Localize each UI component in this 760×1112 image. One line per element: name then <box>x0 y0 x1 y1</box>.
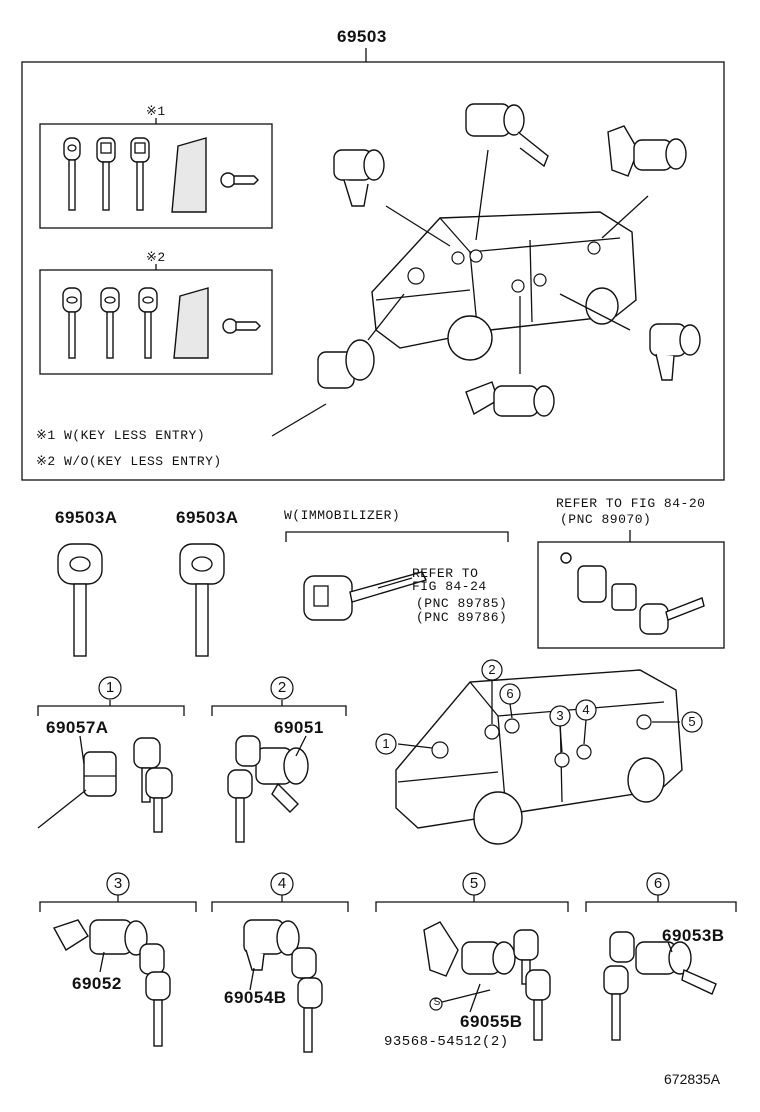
immobilizer-pnc2: (PNC 89786) <box>416 610 508 625</box>
lock5-part-number: 69055B <box>460 1012 523 1031</box>
lock1-bracket <box>37 705 185 716</box>
remote-box <box>537 541 725 649</box>
van-callout-2: 2 <box>488 662 496 677</box>
screw-marker <box>429 997 443 1011</box>
lock2-drawing <box>227 735 309 843</box>
lock-cylinders-top <box>317 103 701 417</box>
van-illustration-top <box>371 211 637 361</box>
lock-cylinder-icon <box>649 323 701 381</box>
van-callout-1: 1 <box>382 736 390 751</box>
lock3-drawing <box>52 919 171 1047</box>
lock6-part-number: 69053B <box>662 926 725 945</box>
lock3-index: 3 <box>113 875 123 892</box>
keyset2-keys <box>62 287 261 359</box>
key-part-number-right: 69503A <box>176 508 239 527</box>
note-keyless-entry: ※1 W(KEY LESS ENTRY) <box>36 428 206 443</box>
lock3-bracket <box>39 901 197 912</box>
lock3-part-number: 69052 <box>72 974 122 993</box>
lock5-screw-part-number: 93568-54512(2) <box>384 1034 509 1050</box>
immobilizer-pnc1: (PNC 89785) <box>416 596 508 611</box>
key-icon <box>96 137 116 211</box>
lock6-index: 6 <box>653 875 663 892</box>
card-tag-icon <box>173 287 209 359</box>
screw-marker-label: S <box>433 997 441 1008</box>
lock1-drawing <box>37 737 173 833</box>
van-callout-3: 3 <box>556 708 564 723</box>
key-icon <box>57 543 103 657</box>
lock2-part-number: 69051 <box>274 718 324 737</box>
master-keys <box>57 543 225 657</box>
key-icon <box>138 287 158 359</box>
key-icon <box>130 137 150 211</box>
lock-cylinder-icon <box>333 149 385 207</box>
lock6-bracket <box>585 901 737 912</box>
lock4-part-number: 69054B <box>224 988 287 1007</box>
figure-id: 672835A <box>664 1071 721 1087</box>
immobilizer-header: W(IMMOBILIZER) <box>284 508 401 523</box>
key-icon <box>63 137 81 211</box>
group2-mark: ※2 <box>146 250 166 265</box>
card-tag-icon <box>171 137 207 213</box>
keyset1-keys <box>63 137 259 213</box>
lock5-bracket <box>375 901 569 912</box>
assembly-frame <box>21 61 725 481</box>
screw-icon <box>222 318 261 334</box>
note-no-keyless-entry: ※2 W/O(KEY LESS ENTRY) <box>36 454 222 469</box>
van-illustration-callouts <box>395 669 683 845</box>
screw-icon <box>220 172 259 188</box>
remote-pnc: (PNC 89070) <box>560 512 652 527</box>
assembly-part-number: 69503 <box>337 27 387 46</box>
van-callout-5: 5 <box>688 714 696 729</box>
lock-cylinder-icon <box>317 339 375 389</box>
key-part-number-left: 69503A <box>55 508 118 527</box>
lock6-drawing <box>603 931 717 1041</box>
immobilizer-refer-fig: FIG 84-24 <box>412 579 487 594</box>
key-icon <box>100 287 120 359</box>
key-icon <box>62 287 82 359</box>
lock2-bracket <box>211 705 347 716</box>
pointer-arrows <box>271 149 649 437</box>
lock-cylinder-icon <box>607 125 687 177</box>
lock4-drawing <box>243 919 323 1053</box>
remote-refer: REFER TO FIG 84-20 <box>556 496 706 511</box>
lock1-index: 1 <box>105 679 115 696</box>
lock5-drawing <box>423 921 551 1041</box>
lock-cylinder-icon <box>465 381 555 417</box>
lock4-index: 4 <box>277 875 287 892</box>
lock2-index: 2 <box>277 679 287 696</box>
index-circles <box>98 659 703 896</box>
lock-cylinder-icon <box>465 103 549 168</box>
lock4-bracket <box>211 901 349 912</box>
immobilizer-bracket <box>285 531 509 542</box>
group1-mark: ※1 <box>146 104 166 119</box>
van-callout-4: 4 <box>582 702 590 717</box>
key-icon <box>179 543 225 657</box>
van-callout-6: 6 <box>506 686 514 701</box>
lock1-part-number: 69057A <box>46 718 109 737</box>
remote-parts <box>560 552 705 635</box>
lock5-index: 5 <box>469 875 479 892</box>
immobilizer-refer: REFER TO <box>412 566 479 581</box>
